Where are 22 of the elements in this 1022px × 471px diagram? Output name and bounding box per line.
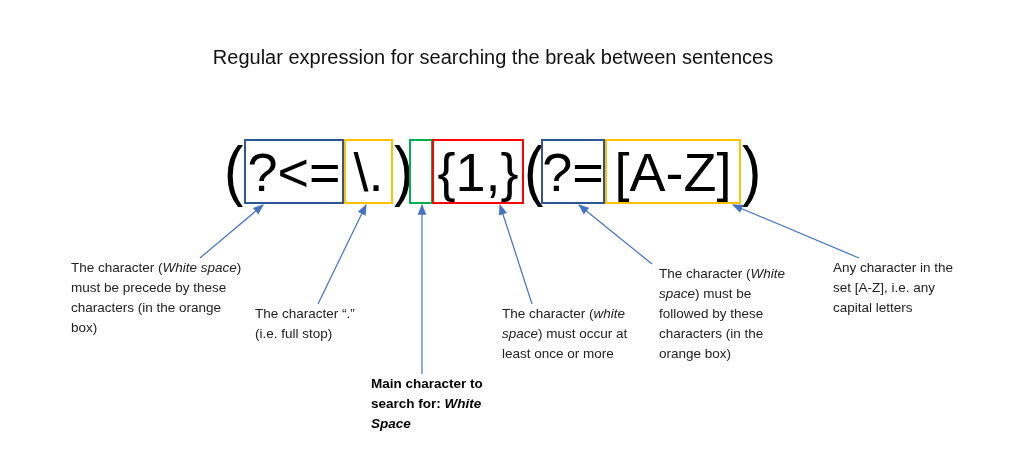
parenthesis: ) [394,131,414,209]
parenthesis: ) [742,131,762,209]
arrow [199,204,264,259]
parenthesis: ( [224,131,244,209]
title: Regular expression for searching the break between sentences [211,46,775,69]
annotation-text: The character (White space) must be precede by these characters (in the orange box) [71,258,243,338]
highlighted-token: \. [344,139,393,204]
annotation-text: Any character in the set [A-Z], i.e. any capital letters [833,258,958,318]
highlighted-token: ?<= [244,139,344,204]
highlight-box [409,139,433,204]
arrow [417,203,427,375]
arrow [578,204,653,265]
annotation-text: The character (white space) must occur at least once or more [502,304,652,364]
highlighted-token: [A-Z] [605,139,741,204]
highlighted-token: {1,} [432,139,524,204]
arrow [498,203,533,305]
annotation-text: Main character to search for: White Space [371,374,511,434]
highlighted-token: ?= [541,139,605,204]
annotation-text: The character “.” (i.e. full stop) [255,304,373,344]
annotation-text: The character (White space) must be followed by these characters (in the orange box) [659,264,804,364]
arrow [317,204,367,305]
arrow [732,204,860,259]
